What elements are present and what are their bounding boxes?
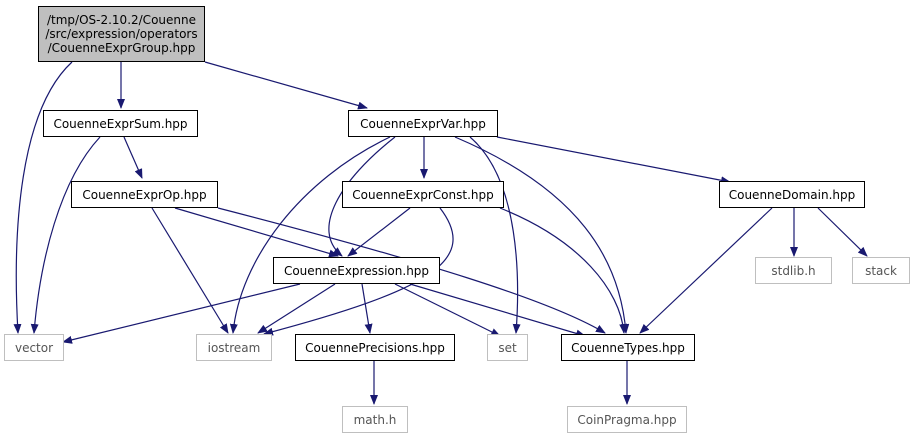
edge-exprvar-to-set	[469, 136, 521, 334]
node-coin-pragma: CoinPragma.hpp	[567, 406, 687, 433]
edge-expression-to-set	[394, 283, 501, 337]
root-label-line1: /tmp/OS-2.10.2/Couenne	[46, 13, 196, 27]
edge-exprop-to-iostream	[151, 207, 229, 334]
node-couenne-expr-var[interactable]: CouenneExprVar.hpp	[348, 110, 498, 137]
node-couenne-expr-sum[interactable]: CouenneExprSum.hpp	[43, 110, 198, 137]
node-vector: vector	[4, 334, 64, 361]
edge-exprsum-to-exprop	[123, 136, 143, 179]
edge-expression-to-iostream	[257, 283, 336, 334]
root-label-line2: /src/expression/operators	[45, 27, 198, 41]
edge-exprconst-to-expression	[347, 207, 411, 257]
edge-domain-to-types	[639, 207, 773, 334]
edge-exprvar-to-domain	[496, 136, 731, 185]
node-couenne-expr-op[interactable]: CouenneExprOp.hpp	[71, 181, 218, 208]
node-root-file: /tmp/OS-2.10.2/Couenne /src/expression/o…	[38, 6, 205, 62]
node-stdlib-h: stdlib.h	[755, 257, 832, 284]
node-couenne-expr-const[interactable]: CouenneExprConst.hpp	[342, 181, 504, 208]
node-couenne-expression[interactable]: CouenneExpression.hpp	[273, 257, 440, 284]
edge-expression-to-precisions	[361, 283, 373, 334]
edge-exprop-to-types	[217, 207, 606, 334]
node-couenne-types[interactable]: CouenneTypes.hpp	[561, 334, 695, 361]
edge-exprconst-to-types	[499, 207, 628, 334]
edge-expression-to-types	[409, 283, 586, 338]
node-set: set	[487, 334, 528, 361]
node-couenne-precisions[interactable]: CouennePrecisions.hpp	[295, 334, 455, 361]
edge-exprsum-to-vector	[30, 136, 101, 334]
node-couenne-domain[interactable]: CouenneDomain.hpp	[719, 181, 865, 208]
edge-exprvar-to-types	[454, 136, 630, 334]
edge-root-to-vector	[13, 61, 73, 334]
node-stack: stack	[852, 257, 910, 284]
edge-exprvar-to-expression	[328, 136, 396, 257]
node-iostream: iostream	[196, 334, 272, 361]
root-label-line3: /CouenneExprGroup.hpp	[47, 41, 196, 55]
edge-root-to-exprvar	[204, 61, 368, 110]
edge-expression-to-vector	[62, 283, 301, 344]
edge-exprop-to-expression	[174, 207, 339, 258]
edge-domain-to-stack	[817, 207, 868, 257]
node-math-h: math.h	[342, 406, 408, 433]
